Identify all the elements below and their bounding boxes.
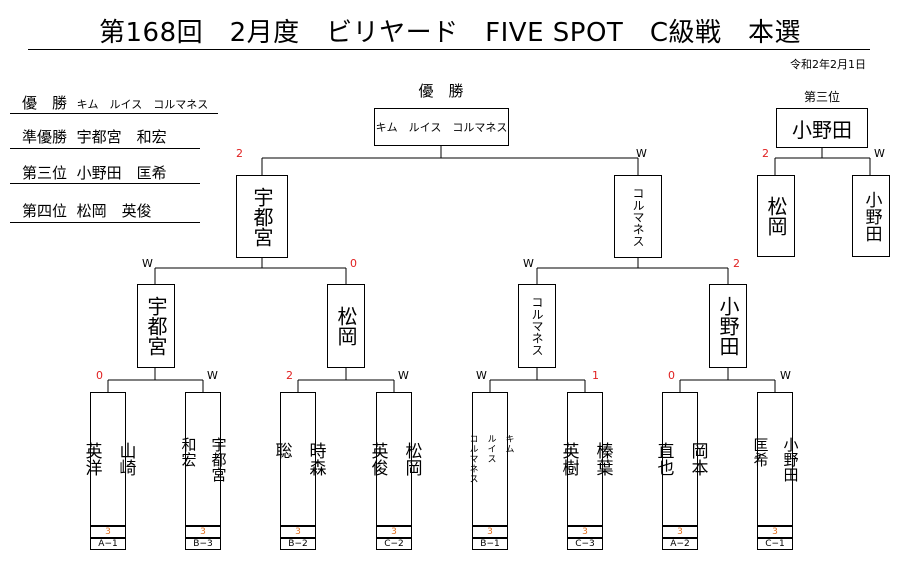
seed-1: 3 [90,526,126,538]
third-place-winner: 小野田 [792,117,852,142]
third-place-heading: 第三位 [803,90,840,104]
seed-6: 3 [567,526,603,538]
third-right-box: 小野田 [852,175,890,257]
score-third-left: 2 [762,147,769,160]
semi-name-3: コルマネス [530,296,544,356]
score-player-4: W [398,369,409,382]
third-name: 小野田 匡希 [76,164,167,182]
event-date: 令和2年2月1日 [790,58,866,71]
result-runner-up: 準優勝 宇都宮 和宏 [22,126,167,147]
winner-name: キム ルイス コルマネス [76,98,209,111]
seed-7: 3 [662,526,698,538]
result-winner: 優 勝 キム ルイス コルマネス [22,92,208,113]
seed-4: 3 [376,526,412,538]
semi-box-4: 小野田 [709,284,747,368]
score-final-right: W [636,147,647,160]
champion-box: キム ルイス コルマネス [374,108,509,146]
player-box-6: 榛葉 英樹 [559,392,613,526]
player-name-1: 山崎 英洋 [81,442,136,476]
player-box-8: 小野田 匡希 [752,392,800,526]
result-fourth: 第四位 松岡 英俊 [22,200,152,221]
score-player-5: W [476,369,487,382]
player-box-2: 宇都宮 和宏 [180,392,228,526]
score-player-7: 0 [668,369,675,382]
player-box-1: 山崎 英洋 [82,392,136,526]
third-right-name: 小野田 [861,190,882,242]
title-divider [28,49,870,50]
score-final-left: 2 [236,147,243,160]
divider [10,113,218,114]
score-player-2: W [207,369,218,382]
semi-box-3: コルマネス [518,284,556,368]
divider [10,222,200,223]
player-box-7: 岡本 直也 [654,392,708,526]
player-name-6: 榛葉 英樹 [558,442,613,476]
winner-label: 優 勝 [22,94,68,112]
seed-5: 3 [472,526,508,538]
third-label: 第三位 [22,164,68,182]
player-name-3: 時森 聡 [271,442,326,476]
result-third: 第三位 小野田 匡希 [22,162,167,183]
player-box-3: 時森 聡 [272,392,326,526]
code-2: B−3 [185,538,221,550]
score-third-right: W [874,147,885,160]
third-place-winner-box: 小野田 [776,108,868,148]
seed-2: 3 [185,526,221,538]
final-left-box: 宇都宮 [236,175,288,258]
semi-name-1: 宇都宮 [144,296,168,356]
third-left-name: 松岡 [764,196,788,236]
semi-name-4: 小野田 [716,296,740,356]
fourth-name: 松岡 英俊 [76,202,152,220]
semi-box-1: 宇都宮 [137,284,175,368]
code-7: A−2 [662,538,698,550]
champion-name: キム ルイス コルマネス [375,121,508,134]
score-semi-4: 2 [733,257,740,270]
player-name-2: 宇都宮 和宏 [179,436,228,482]
divider [10,183,200,184]
score-player-8: W [780,369,791,382]
score-player-3: 2 [286,369,293,382]
fourth-label: 第四位 [22,202,68,220]
code-8: C−1 [757,538,793,550]
code-1: A−1 [90,538,126,550]
player-name-5: キム ルイス コルマネス [467,434,514,484]
final-right-name: コルマネス [631,186,645,247]
code-4: C−2 [376,538,412,550]
runner-name: 宇都宮 和宏 [76,128,167,146]
semi-name-2: 松岡 [334,306,358,346]
player-name-8: 小野田 匡希 [751,436,800,482]
page-title: 第168回 2月度 ビリヤード FIVE SPOT C級戦 本選 [99,18,801,48]
code-3: B−2 [280,538,316,550]
runner-label: 準優勝 [22,128,68,146]
final-left-name: 宇都宮 [250,186,274,247]
score-player-6: 1 [592,369,599,382]
seed-8: 3 [757,526,793,538]
champion-heading: 優 勝 [418,82,464,100]
player-name-7: 岡本 直也 [653,442,708,476]
final-right-box: コルマネス [614,175,662,258]
third-left-box: 松岡 [757,175,795,257]
player-box-4: 松岡 英俊 [368,392,422,526]
score-player-1: 0 [96,369,103,382]
player-box-5: キム ルイス コルマネス [468,392,514,526]
score-semi-2: 0 [350,257,357,270]
code-6: C−3 [567,538,603,550]
divider [10,148,200,149]
player-name-4: 松岡 英俊 [367,442,422,476]
semi-box-2: 松岡 [327,284,365,368]
score-semi-3: W [523,257,534,270]
score-semi-1: W [142,257,153,270]
code-5: B−1 [472,538,508,550]
seed-3: 3 [280,526,316,538]
